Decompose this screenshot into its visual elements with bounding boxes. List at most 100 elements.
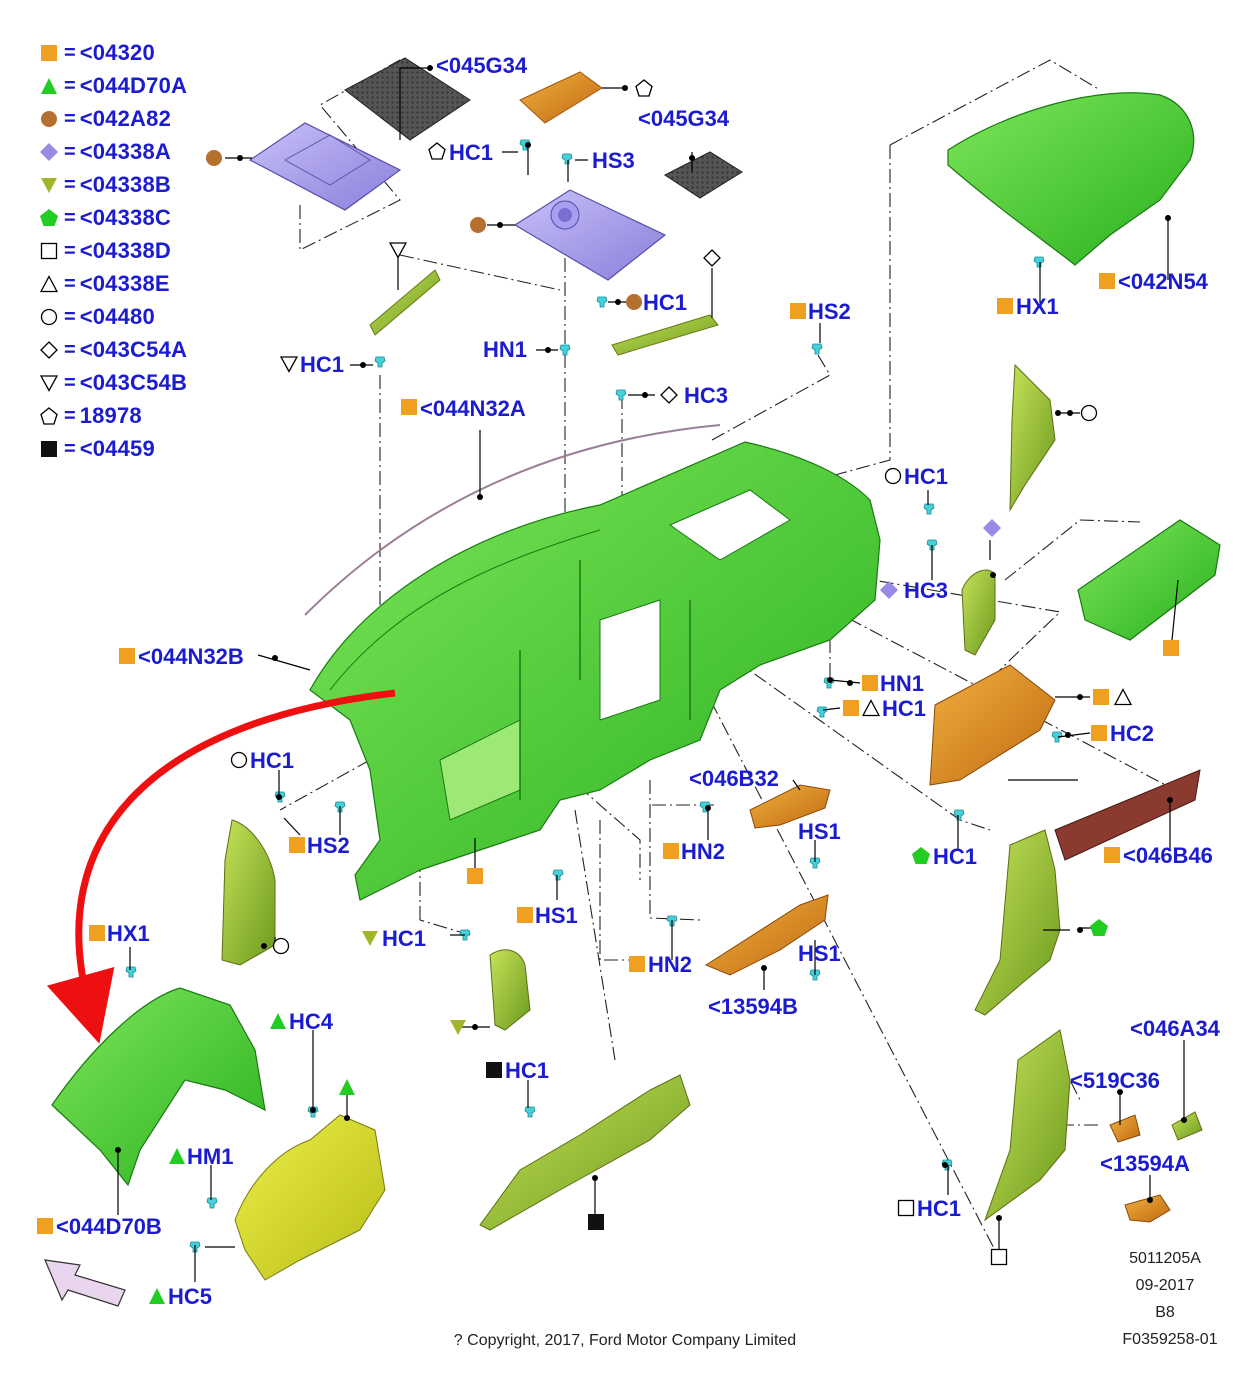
diagram-date: 09-2017	[1135, 1277, 1195, 1294]
legend-item: =18978	[40, 402, 142, 430]
callout-label: HC1	[449, 140, 493, 165]
callout-label: <519C36	[1070, 1068, 1160, 1093]
legend-code: <04338B	[79, 172, 171, 197]
open-triangle-icon	[40, 275, 58, 293]
side-panel-right-upper	[1009, 363, 1056, 512]
callout-label: HC1	[882, 696, 926, 721]
defrost-strip-left	[369, 269, 441, 336]
figure-number: F0359258-01	[1122, 1331, 1218, 1348]
leader-dots	[115, 65, 1187, 1221]
callout-label: <046A34	[1130, 1016, 1221, 1041]
callout-label: <046B32	[689, 766, 779, 791]
callout-label: HC1	[505, 1058, 549, 1083]
cluster-hood	[51, 987, 266, 1187]
open-square-icon	[40, 242, 58, 260]
brown-circle-icon	[41, 111, 57, 127]
callout-label: <13594A	[1100, 1151, 1190, 1176]
purple-diamond-icon	[40, 143, 58, 161]
callout-label: HC1	[933, 844, 977, 869]
vent-duct-lower	[704, 894, 829, 976]
callout-label: HS1	[535, 903, 578, 928]
copyright-notice: ? Copyright, 2017, Ford Motor Company Li…	[453, 1332, 797, 1349]
legend-code: <04338C	[79, 205, 171, 230]
callout-label: HC1	[300, 352, 344, 377]
callout-label: HS1	[798, 819, 841, 844]
callout-label: HC3	[684, 383, 728, 408]
callout-label: <044D70B	[56, 1214, 162, 1239]
finish-panel-right	[974, 829, 1061, 1016]
callout-label: HN2	[648, 952, 692, 977]
callout-label: HC4	[289, 1009, 334, 1034]
callout-label: HN1	[880, 671, 924, 696]
glovebox-bin	[929, 664, 1056, 786]
callout-label: HC3	[904, 578, 948, 603]
storage-tray	[1054, 769, 1201, 861]
legend-code: <044D70A	[79, 73, 188, 98]
callout-label: HS2	[808, 299, 851, 324]
open-circle-icon	[40, 308, 58, 326]
speaker-bracket-left	[248, 122, 402, 211]
legend-code: <043C54B	[79, 370, 188, 395]
callout-label: <042N54	[1118, 269, 1209, 294]
callout-label: HS1	[798, 941, 841, 966]
legend-code: 18978	[79, 403, 142, 428]
speaker-grille-right	[664, 151, 743, 199]
vent-duct-upper	[749, 784, 831, 829]
legend-code: <04338A	[79, 139, 171, 164]
legend-code: <04338E	[79, 271, 170, 296]
callout-label: HN1	[483, 337, 527, 362]
legend-code: <04320	[79, 40, 155, 65]
legend-item: =<04338D	[40, 237, 171, 265]
red-arrow-icon	[46, 689, 396, 1044]
green-triangle-icon	[41, 78, 57, 94]
callout-label: HS2	[307, 833, 350, 858]
legend-item: =<043C54A	[40, 336, 187, 364]
callout-label: HS3	[592, 148, 635, 173]
diagram-revision: B8	[1155, 1304, 1175, 1321]
legend-item: =<042A82	[40, 105, 171, 133]
legend-item: =<04459	[40, 435, 155, 463]
open-pentagon-icon	[40, 407, 58, 425]
defrost-strip-right	[611, 314, 719, 356]
vent-bezel-center	[489, 949, 531, 1031]
bezel-small-right	[961, 569, 996, 656]
windshield-seal	[304, 424, 721, 616]
speaker-bracket-center	[513, 189, 667, 281]
glovebox-door	[1077, 519, 1221, 641]
open-down-triangle-icon	[40, 375, 58, 392]
callout-label: HM1	[187, 1144, 233, 1169]
knee-panel-lower	[479, 1074, 691, 1231]
legend-item: =<04338B	[40, 171, 171, 199]
callout-label: <044N32B	[138, 644, 244, 669]
callout-label: <045G34	[436, 53, 528, 78]
duct-13594a	[1124, 1194, 1171, 1223]
legend-item: =<044D70A	[40, 72, 187, 100]
callout-label: HX1	[107, 921, 150, 946]
callout-label: <045G34	[638, 106, 730, 131]
orange-square-icon	[41, 45, 57, 61]
legend-item: =<04338E	[40, 270, 170, 298]
callout-label: HC5	[168, 1284, 212, 1309]
legend-code: <04459	[79, 436, 155, 461]
small-bracket-519c36	[1109, 1114, 1141, 1143]
legend-code: <04480	[79, 304, 155, 329]
speaker-grille-left	[344, 57, 471, 141]
legend-code: <042A82	[79, 106, 171, 131]
legend-item: =<04338C	[40, 204, 171, 232]
top-pad-right	[947, 92, 1195, 266]
callout-label: HC1	[904, 464, 948, 489]
open-diamond-icon	[40, 341, 58, 359]
callout-label: HC1	[382, 926, 426, 951]
view-direction-arrow-icon	[44, 1259, 126, 1307]
callout-label: HC1	[250, 748, 294, 773]
green-pentagon-icon	[40, 209, 58, 226]
legend-item: =<04480	[40, 303, 155, 331]
callout-label: <13594B	[708, 994, 798, 1019]
black-square-icon	[41, 441, 57, 457]
legend-item: =<04320	[40, 39, 155, 67]
callout-label: HX1	[1016, 294, 1059, 319]
legend-code: <04338D	[79, 238, 171, 263]
callout-labels: <045G34 <045G34 HC1 HS3 HC1 HC1 HN1 HC3 …	[37, 53, 1221, 1309]
